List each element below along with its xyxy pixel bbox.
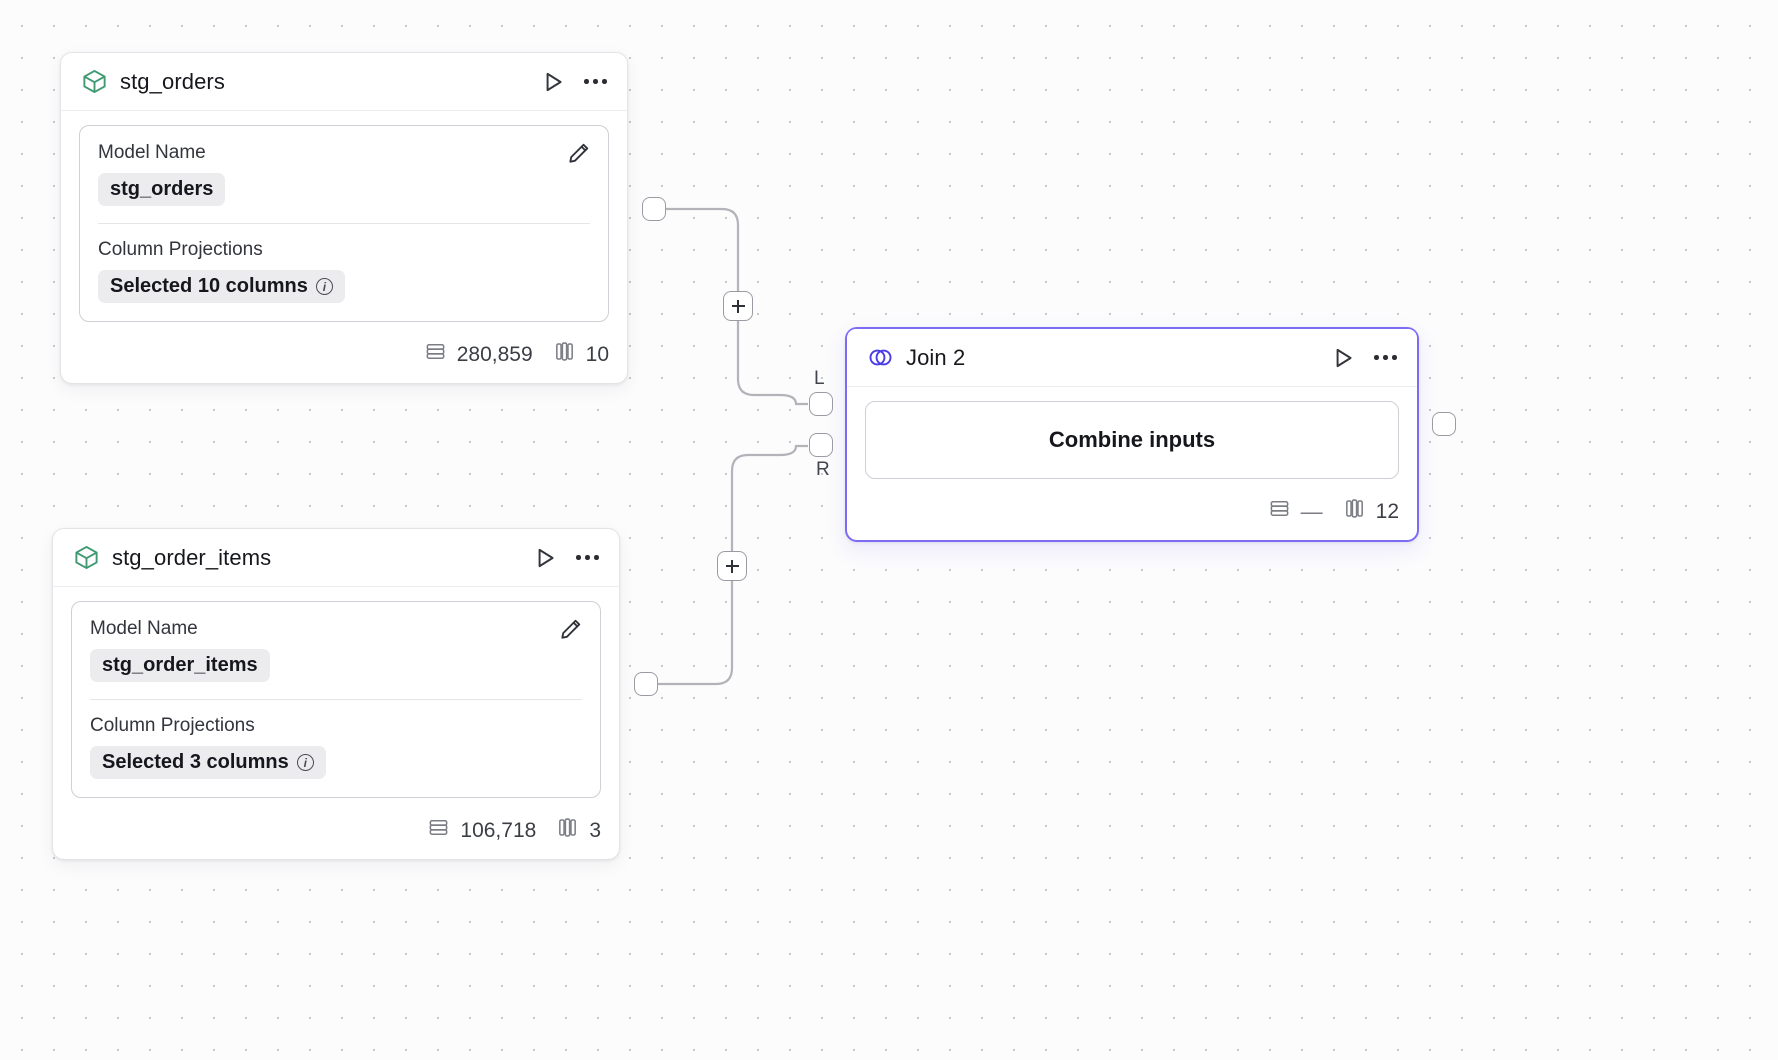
edit-pencil-icon[interactable] bbox=[558, 616, 584, 642]
node-header: stg_orders bbox=[61, 53, 627, 111]
node-title: stg_orders bbox=[120, 68, 225, 94]
row-count-stat: 106,718 bbox=[427, 816, 536, 845]
node-header-actions bbox=[532, 545, 601, 571]
run-icon[interactable] bbox=[540, 69, 566, 95]
add-node-on-edge-button-top[interactable] bbox=[723, 291, 753, 321]
row-count-value: 280,859 bbox=[456, 342, 533, 366]
column-count-stat: 10 bbox=[553, 340, 609, 369]
column-projections-value: Selected 10 columns bbox=[110, 275, 308, 297]
node-footer-stats: 106,718 3 bbox=[53, 808, 619, 859]
columns-icon bbox=[556, 816, 579, 845]
node-body: Combine inputs bbox=[847, 387, 1417, 489]
node-title: Join 2 bbox=[906, 344, 966, 370]
column-projections-chip[interactable]: Selected 10 columns i bbox=[98, 270, 345, 303]
input-port-label-left: L bbox=[814, 368, 825, 389]
panel-divider bbox=[90, 699, 582, 700]
column-count-value: 10 bbox=[585, 342, 609, 366]
model-name-value: stg_order_items bbox=[102, 654, 258, 676]
rows-icon bbox=[427, 816, 450, 845]
run-icon[interactable] bbox=[1330, 345, 1356, 371]
info-icon[interactable]: i bbox=[296, 754, 314, 771]
column-projections-value: Selected 3 columns bbox=[102, 751, 289, 773]
rows-icon bbox=[424, 340, 447, 369]
field-label-model-name: Model Name bbox=[90, 618, 198, 639]
columns-icon bbox=[553, 340, 576, 369]
field-label-column-projections: Column Projections bbox=[90, 715, 255, 736]
input-port-join-left[interactable] bbox=[809, 392, 833, 416]
column-count-stat: 3 bbox=[556, 816, 601, 845]
row-count-stat: 280,859 bbox=[424, 340, 533, 369]
node-stg-orders[interactable]: stg_orders bbox=[60, 52, 628, 384]
input-port-label-right: R bbox=[816, 459, 830, 480]
node-header-actions bbox=[1330, 345, 1399, 371]
node-join-2[interactable]: Join 2 Combine inputs bbox=[845, 327, 1419, 542]
node-title: stg_order_items bbox=[112, 544, 272, 570]
row-count-stat: — bbox=[1268, 497, 1323, 526]
node-header: Join 2 bbox=[847, 329, 1417, 387]
cube-icon bbox=[81, 68, 108, 95]
more-options-icon[interactable] bbox=[574, 549, 601, 566]
field-label-model-name: Model Name bbox=[98, 142, 206, 163]
node-body: Model Name stg_order_items Column Projec… bbox=[53, 587, 619, 808]
more-options-icon[interactable] bbox=[582, 73, 609, 90]
more-options-icon[interactable] bbox=[1372, 349, 1399, 366]
panel-divider bbox=[98, 223, 590, 224]
column-count-value: 12 bbox=[1375, 499, 1399, 523]
column-count-stat: 12 bbox=[1343, 497, 1399, 526]
cube-icon bbox=[73, 544, 100, 571]
node-footer-stats: — 12 bbox=[847, 489, 1417, 540]
node-footer-stats: 280,859 10 bbox=[61, 332, 627, 383]
run-icon[interactable] bbox=[532, 545, 558, 571]
output-port-stg-orders[interactable] bbox=[642, 197, 666, 221]
field-label-column-projections: Column Projections bbox=[98, 239, 263, 260]
output-port-join-2[interactable] bbox=[1432, 412, 1456, 436]
join-venn-icon bbox=[867, 344, 894, 371]
rows-icon bbox=[1268, 497, 1291, 526]
model-config-panel: Model Name stg_order_items Column Projec… bbox=[71, 601, 601, 798]
columns-icon bbox=[1343, 497, 1366, 526]
node-header-actions bbox=[540, 69, 609, 95]
model-config-panel: Model Name stg_orders Column Projections… bbox=[79, 125, 609, 322]
row-count-value: 106,718 bbox=[460, 818, 537, 842]
model-name-chip[interactable]: stg_order_items bbox=[90, 649, 270, 682]
node-stg-order-items[interactable]: stg_order_items bbox=[52, 528, 620, 860]
column-projections-chip[interactable]: Selected 3 columns i bbox=[90, 746, 326, 779]
combine-inputs-panel[interactable]: Combine inputs bbox=[865, 401, 1399, 479]
add-node-on-edge-button-bottom[interactable] bbox=[717, 551, 747, 581]
model-name-value: stg_orders bbox=[110, 178, 214, 200]
output-port-stg-order-items[interactable] bbox=[634, 672, 658, 696]
model-name-chip[interactable]: stg_orders bbox=[98, 173, 226, 206]
node-body: Model Name stg_orders Column Projections… bbox=[61, 111, 627, 332]
input-port-join-right[interactable] bbox=[809, 433, 833, 457]
row-count-value: — bbox=[1300, 498, 1323, 524]
info-icon[interactable]: i bbox=[315, 278, 333, 295]
node-header: stg_order_items bbox=[53, 529, 619, 587]
edit-pencil-icon[interactable] bbox=[566, 140, 592, 166]
column-count-value: 3 bbox=[589, 818, 601, 842]
